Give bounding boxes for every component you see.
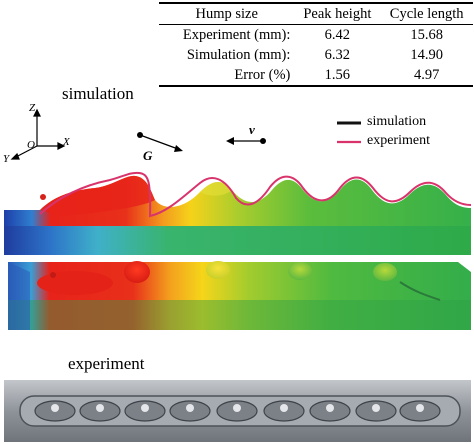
gravity-arrow	[137, 132, 183, 152]
axis-origin-label: O	[27, 139, 35, 151]
peak-value: 1.56	[324, 67, 351, 83]
table-row: Error (%) 1.56 4.97	[159, 65, 473, 86]
peak-value: 6.32	[324, 47, 351, 63]
experiment-profile-line	[39, 171, 472, 218]
cycle-value: 14.90	[410, 47, 443, 63]
cycle-value: 4.97	[413, 67, 440, 83]
hump-size-table: Hump size Peak height Cycle length Exper…	[159, 2, 473, 87]
legend-experiment-label: experiment	[367, 133, 430, 148]
header-hump-size: Hump size	[195, 6, 258, 22]
simulation-side-view	[4, 171, 472, 255]
row-label: Experiment (mm):	[182, 27, 291, 43]
row-label: Simulation (mm):	[186, 47, 291, 63]
legend-simulation-label: simulation	[367, 114, 427, 129]
axis-z-label: Z	[29, 102, 36, 114]
experiment-title: experiment	[68, 354, 145, 373]
cycle-value: 15.68	[410, 27, 443, 43]
row-label: Error (%)	[234, 67, 291, 83]
simulation-3d-view	[8, 261, 471, 330]
velocity-arrow	[226, 137, 266, 145]
header-cycle-length: Cycle length	[389, 6, 464, 22]
table-row: Simulation (mm): 6.32 14.90	[159, 45, 473, 65]
peak-value: 6.42	[324, 27, 351, 43]
axis-x-label: X	[63, 136, 70, 148]
velocity-label: v	[249, 122, 255, 137]
gravity-label: G	[143, 148, 153, 163]
experiment-photo	[4, 380, 471, 442]
header-peak-height: Peak height	[303, 6, 372, 22]
table-row: Experiment (mm): 6.42 15.68	[159, 25, 473, 46]
coordinate-axes	[10, 108, 66, 160]
simulation-title: simulation	[62, 84, 134, 103]
table-header-row: Hump size Peak height Cycle length	[159, 3, 473, 25]
axis-y-label: Y	[3, 153, 10, 165]
